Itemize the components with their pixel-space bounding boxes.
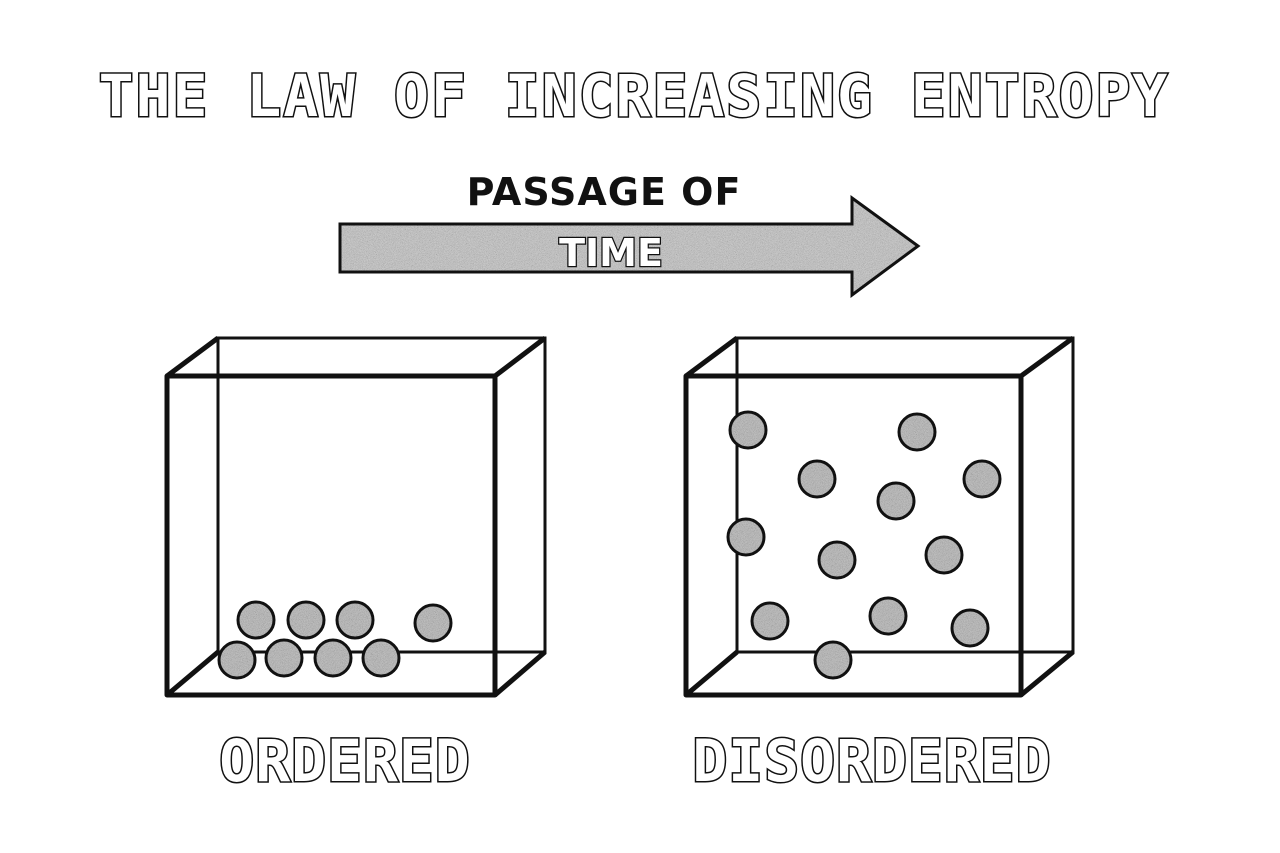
disordered-box-edge-tr — [1019, 335, 1075, 379]
disordered-box-edge-br — [1019, 650, 1075, 697]
ball — [286, 600, 326, 640]
ordered-label: ORDERED — [219, 727, 470, 795]
ball — [726, 517, 766, 557]
ball — [728, 410, 768, 450]
ordered-balls — [217, 600, 453, 680]
disordered-box-back-face — [735, 336, 1075, 654]
ball — [361, 638, 401, 678]
ball — [924, 535, 964, 575]
time-arrow: PASSAGE OF TIME — [338, 170, 921, 298]
ball — [962, 459, 1002, 499]
ball — [236, 600, 276, 640]
disordered-box — [683, 335, 1075, 698]
disordered-box-edge-tl — [684, 335, 739, 379]
disordered-box-edge-bl — [684, 650, 739, 697]
ball — [413, 603, 453, 643]
arrow-shape — [338, 195, 921, 298]
ordered-box — [164, 335, 547, 698]
ball — [217, 640, 257, 680]
ball — [797, 459, 837, 499]
ball — [876, 481, 916, 521]
disordered-label: DISORDERED — [692, 727, 1051, 795]
ball — [868, 596, 908, 636]
ball — [313, 638, 353, 678]
ball — [750, 601, 790, 641]
arrow-label-top: PASSAGE OF — [467, 170, 742, 214]
disordered-box-front-face — [683, 373, 1024, 698]
ball — [264, 638, 304, 678]
ball — [335, 600, 375, 640]
page-title: THE LAW OF INCREASING ENTROPY — [99, 62, 1170, 130]
ordered-box-edge-bl — [165, 650, 220, 697]
ordered-box-edge-tl — [165, 335, 220, 379]
ordered-box-edge-tr — [493, 336, 547, 378]
ball — [897, 412, 937, 452]
disordered-balls — [726, 410, 1002, 680]
ball — [817, 540, 857, 580]
ball — [813, 640, 853, 680]
ordered-box-edge-br — [493, 650, 547, 697]
ordered-box-front-face — [164, 373, 498, 698]
arrow-label-time: TIME — [559, 231, 663, 275]
ball — [950, 608, 990, 648]
